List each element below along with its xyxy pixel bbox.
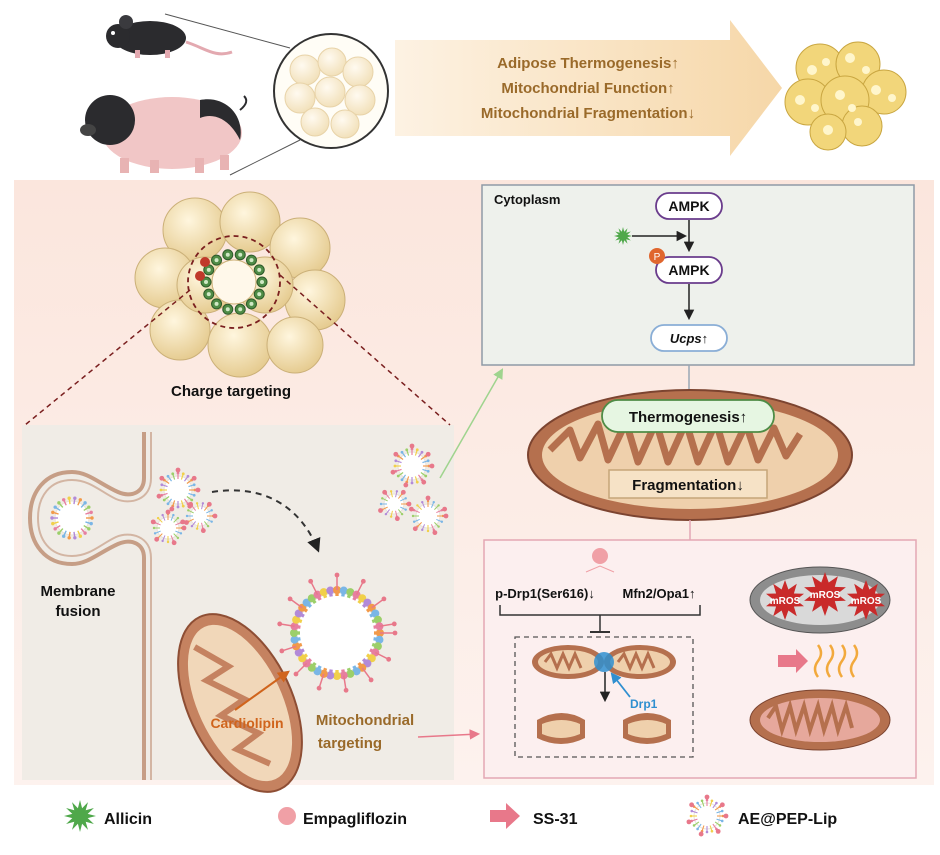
cardiolipin-label: Cardiolipin [210, 715, 283, 731]
charge-targeting-label: Charge targeting [171, 383, 291, 400]
liposome-large [277, 572, 398, 693]
liposome-uptake-arrow [211, 489, 321, 553]
mito-targeting-label-2: targeting [318, 735, 382, 752]
ss31-icon-panel [778, 649, 808, 673]
allicin-icon-cytoplasm [614, 227, 632, 245]
mfn-opa-label: Mfn2/Opa1↑ [623, 586, 696, 601]
liposome-ring-on-cluster [195, 249, 268, 315]
fused-liposome [50, 496, 94, 540]
liposome-small-group [150, 443, 449, 546]
legend-empagliflozin-label: Empagliflozin [303, 811, 407, 828]
beige-adipose-cluster [784, 41, 907, 151]
membrane-fusion-label-1: Membrane [40, 583, 115, 600]
ampk-top-box [655, 192, 723, 220]
heat-waves [813, 644, 859, 678]
ucps-label: Ucps↑ [670, 331, 708, 346]
legend-allicin-label: Allicin [104, 811, 152, 828]
legend-ss31-label: SS-31 [533, 811, 578, 828]
allicin-legend-icon [64, 800, 96, 832]
ampk-bottom-label: AMPK [668, 262, 709, 278]
legend: Allicin Empagliflozin SS-31 AE@PEP-Lip [64, 794, 837, 837]
effect-thermogenesis: Adipose Thermogenesis↑ [497, 55, 679, 72]
legend-liposome-label: AE@PEP-Lip [738, 811, 837, 828]
empagliflozin-legend-icon [278, 807, 296, 825]
cytoplasm-title: Cytoplasm [494, 192, 560, 207]
adipose-tissue-cluster [134, 191, 346, 378]
p-drp1-label: p-Drp1(Ser616)↓ [495, 586, 595, 601]
effect-mito-function: Mitochondrial Function↑ [501, 80, 674, 97]
fragmentation-label: Fragmentation↓ [632, 477, 744, 494]
fission-mitochondrion [532, 645, 676, 679]
ampk-top-label: AMPK [668, 198, 709, 214]
fragment-mitochondria [537, 713, 671, 744]
empagliflozin-icon-panel [592, 548, 608, 564]
mitochondrion-left [177, 613, 303, 793]
mito-targeting-label-1: Mitochondrial [316, 712, 414, 729]
fission-dashed-box [514, 636, 694, 758]
phospho-label: P [654, 252, 661, 263]
cell-membrane [27, 432, 146, 780]
effect-mito-fragmentation: Mitochondrial Fragmentation↓ [481, 105, 695, 122]
pig-illustration [80, 95, 248, 173]
healthy-mitochondrion [749, 689, 891, 751]
drp1-label: Drp1 [630, 697, 658, 711]
effect-arrow [395, 20, 782, 156]
ampk-bottom-box [655, 256, 723, 284]
fragmentation-box [608, 469, 768, 499]
mouse-illustration [106, 15, 233, 58]
adipose-zoom-circle [273, 33, 389, 149]
thermogenesis-box [601, 399, 775, 433]
membrane-fusion-label-2: fusion [56, 603, 101, 620]
ucps-box [650, 324, 728, 352]
thermogenesis-label: Thermogenesis↑ [629, 409, 747, 426]
liposome-legend-icon [686, 794, 729, 837]
phospho-icon [649, 248, 665, 264]
ss31-legend-icon [490, 803, 520, 829]
